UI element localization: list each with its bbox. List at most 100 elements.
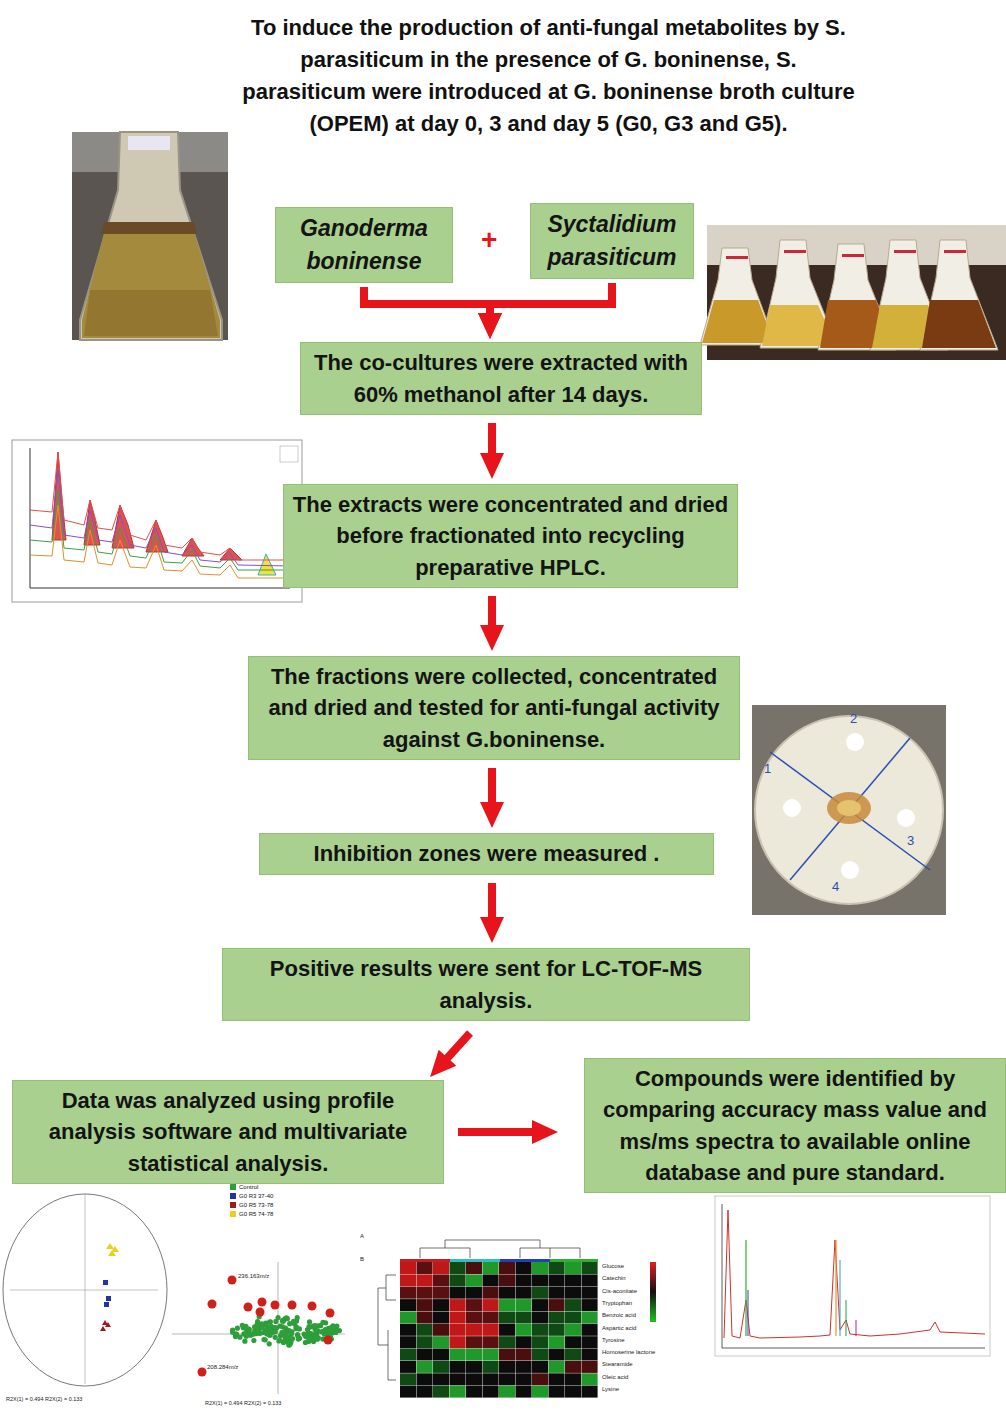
heatmap-cell (516, 1336, 532, 1348)
legend-row: G0 R5 74-78 (230, 1209, 273, 1218)
lcms-chromatogram (715, 1196, 990, 1356)
heatmap-cell (582, 1262, 598, 1274)
loading-dot (330, 1323, 335, 1328)
heatmap-cell (565, 1312, 581, 1324)
heatmap-cell (400, 1386, 416, 1398)
loading-dot (323, 1327, 328, 1332)
loading-dot (208, 1300, 217, 1309)
loading-dot (295, 1334, 300, 1339)
loading-dot (253, 1331, 258, 1336)
loading-dot (267, 1320, 272, 1325)
loading-dot (333, 1327, 338, 1332)
loading-dot (268, 1319, 273, 1324)
heatmap-cell (417, 1336, 433, 1348)
loading-dot (297, 1326, 302, 1331)
loading-dot (285, 1329, 290, 1334)
heatmap-cell (582, 1373, 598, 1385)
loading-dot (292, 1321, 297, 1326)
heatmap-cell (565, 1262, 581, 1274)
legend-text: Control (239, 1184, 258, 1190)
loading-dot (276, 1338, 281, 1343)
box-text: The fractions were collected, concentrat… (257, 661, 731, 755)
svg-path (82, 225, 220, 338)
plot-label: A (360, 1233, 364, 1240)
heatmap-cell (466, 1349, 482, 1361)
svg-g (106, 1243, 119, 1256)
flask-photo (72, 132, 228, 340)
flow-arrow (458, 1128, 538, 1136)
svg-rect (550, 1259, 598, 1262)
heatmap-cell (450, 1324, 466, 1336)
svg-rect (500, 1259, 550, 1262)
heatmap-cell (532, 1287, 548, 1299)
heatmap-cell (516, 1361, 532, 1373)
heatmap-cell (532, 1386, 548, 1398)
plot-label: R2X(1) = 0.494 R2X(2) = 0.133 (6, 1396, 82, 1402)
loading-dot (258, 1298, 267, 1307)
legend-text: G0 R5 73-78 (239, 1202, 273, 1208)
loading-dot (242, 1339, 247, 1344)
svg-g (378, 1240, 580, 1380)
heatmap-cell (433, 1386, 449, 1398)
heatmap-cell (549, 1287, 565, 1299)
heatmap-cell (516, 1349, 532, 1361)
svg-g (726, 250, 966, 259)
svg-rect (106, 1296, 111, 1301)
heatmap-cell (466, 1361, 482, 1373)
plot-label: 1 (764, 762, 771, 776)
heatmap-cell (516, 1262, 532, 1274)
svg-line (30, 588, 290, 589)
heatmap-cell (433, 1373, 449, 1385)
heatmap-cell (400, 1312, 416, 1324)
svg-path (84, 290, 218, 336)
heatmap-cell (450, 1312, 466, 1324)
heatmap-cell (516, 1299, 532, 1311)
heatmap-cell (549, 1324, 565, 1336)
loading-dot (251, 1338, 256, 1343)
loading-dot (235, 1326, 240, 1331)
heatmap-cell (400, 1287, 416, 1299)
svg-line (85, 1194, 86, 1384)
loading-dot (198, 1368, 207, 1377)
flasks-photo (700, 225, 1006, 360)
loading-dot (268, 1333, 273, 1338)
heatmap-cell (466, 1324, 482, 1336)
heatmap-cell (483, 1349, 499, 1361)
process-box: The extracts were concentrated and dried… (283, 484, 738, 588)
loading-dot (273, 1335, 278, 1340)
heatmap-cell (549, 1386, 565, 1398)
heatmap-cell (532, 1262, 548, 1274)
heatmap-cell (565, 1361, 581, 1373)
svg-rect (752, 705, 946, 915)
svg-circle (783, 799, 801, 817)
loading-dot (237, 1335, 242, 1340)
svg-line (722, 1204, 723, 1348)
heatmap-cell (483, 1274, 499, 1286)
heatmap-cell (433, 1274, 449, 1286)
plot-label: Tryptophan (602, 1300, 632, 1307)
heatmap-cell (450, 1349, 466, 1361)
heatmap-cell (499, 1386, 515, 1398)
flow-arrow (488, 596, 496, 631)
svg-rect (944, 250, 966, 253)
svg-path (550, 1248, 551, 1258)
heatmap-cell (499, 1262, 515, 1274)
heatmap-cell (433, 1312, 449, 1324)
svg-path (112, 505, 134, 548)
svg-path (101, 222, 197, 234)
heatmap-cell (450, 1386, 466, 1398)
loading-dot (271, 1301, 280, 1310)
loading-dot (244, 1303, 253, 1312)
box-text: Ganoderma boninense (284, 212, 444, 277)
heatmap-cell (433, 1324, 449, 1336)
svg-line (722, 1348, 985, 1349)
svg-g (52, 452, 242, 560)
heatmap-cell (400, 1349, 416, 1361)
plot-label: Catechin (602, 1275, 626, 1282)
flow-arrow (364, 287, 490, 319)
plot-label: Tyrosine (602, 1337, 625, 1344)
heatmap-cell (549, 1274, 565, 1286)
box-text-wrap: Syctalidium parasiticum (539, 208, 685, 273)
loading-dot (228, 1276, 237, 1285)
loading-dot (303, 1340, 308, 1345)
